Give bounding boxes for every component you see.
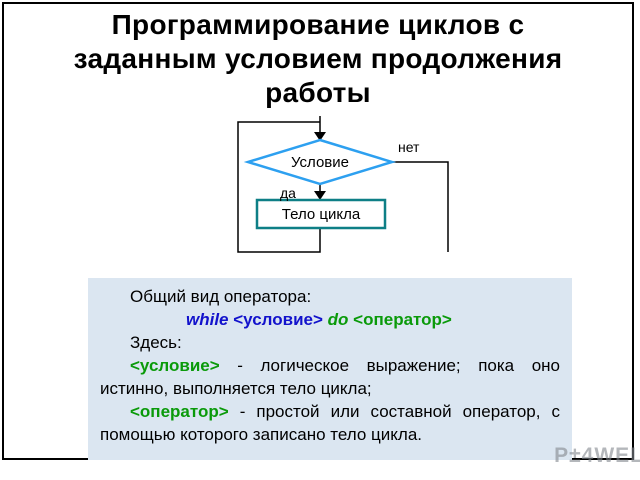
keyword-while: while — [186, 309, 229, 329]
while-loop-flowchart: Условие Тело цикла нет да — [237, 116, 449, 253]
arrowhead-into-condition — [314, 132, 326, 141]
operator-definition: <оператор> - простой или составной опера… — [100, 401, 560, 447]
condition-description: - логическое выражение; пока оно истинно… — [100, 355, 560, 398]
syntax-operator-term: <оператор> — [353, 309, 452, 329]
condition-definition: <условие> - логическое выражение; пока о… — [100, 355, 560, 401]
syntax-condition-term: <условие> — [233, 309, 323, 329]
yes-branch-label: да — [280, 185, 296, 201]
title-line-3: работы — [265, 77, 371, 108]
condition-diamond — [243, 138, 397, 186]
condition-term: <условие> — [130, 355, 220, 375]
while-syntax-line: while <условие> do <оператор> — [100, 309, 560, 332]
loop-back-wire — [237, 121, 321, 253]
operator-description-box: Общий вид оператора: while <условие> do … — [88, 278, 572, 460]
arrowhead-into-body — [314, 191, 326, 200]
loop-body-label: Тело цикла — [282, 206, 361, 223]
no-branch-label: нет — [398, 139, 420, 155]
slide-title: Программирование циклов с заданным услов… — [10, 8, 626, 110]
title-line-1: Программирование циклов с — [111, 9, 525, 40]
operator-intro-text: Общий вид оператора: — [130, 287, 312, 306]
keyword-do: do — [327, 309, 349, 329]
operator-intro: Общий вид оператора: — [100, 286, 560, 309]
watermark: P±4WEL — [554, 444, 640, 467]
no-branch-wire — [392, 161, 449, 252]
here-label: Здесь: — [100, 332, 560, 355]
title-line-2: заданным условием продолжения — [73, 43, 563, 74]
here-text: Здесь: — [130, 332, 182, 352]
operator-description: - простой или составной оператор, с помо… — [100, 401, 560, 444]
loop-body-rect — [255, 198, 387, 230]
condition-label: Условие — [291, 154, 349, 171]
operator-term: <оператор> — [130, 401, 229, 421]
